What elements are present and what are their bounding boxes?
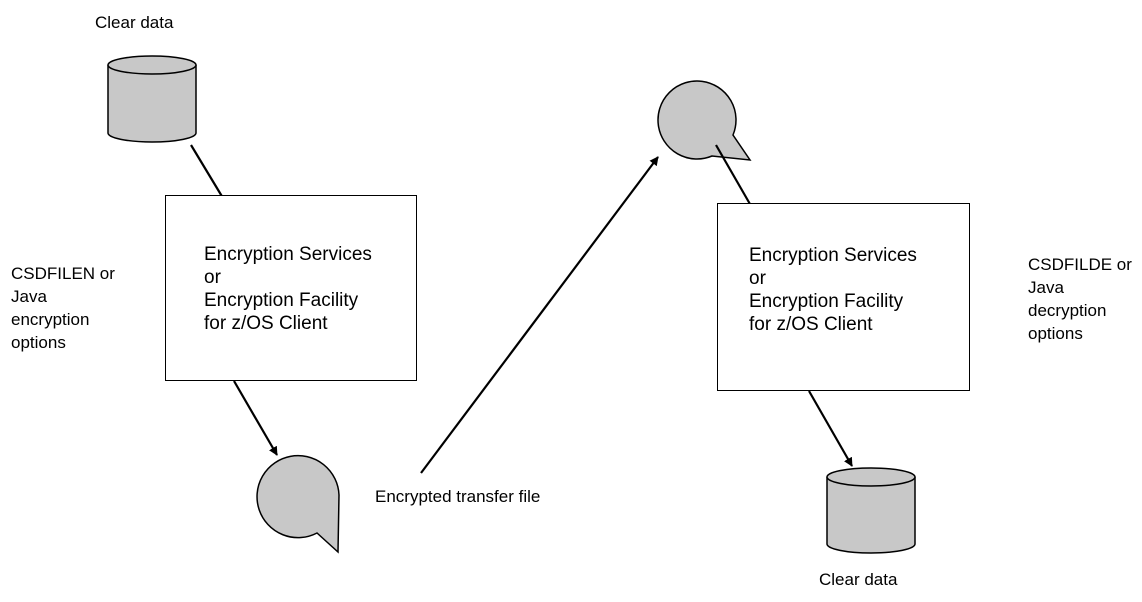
encryption-box-line-4: for z/OS Client — [204, 313, 328, 334]
encryption-process-box: Encryption Services or Encryption Facili… — [165, 195, 417, 381]
encrypted-transfer-file-label: Encrypted transfer file — [375, 487, 541, 506]
arrow-encryption-to-transfer-file — [233, 380, 278, 456]
encrypted-transfer-file-icon — [256, 454, 340, 554]
decryption-options-line-2: Java — [1028, 278, 1064, 297]
arrow-decryption-to-clear-data — [808, 390, 853, 467]
encryption-options-line-4: options — [11, 333, 66, 352]
decryption-options-line-1: CSDFILDE or — [1028, 255, 1132, 274]
arrow-transfer-to-remote — [420, 156, 659, 474]
clear-data-cylinder-destination-icon — [826, 467, 916, 554]
decryption-box-line-3: Encryption Facility — [749, 291, 904, 312]
decryption-process-text: Encryption Services or Encryption Facili… — [749, 244, 917, 336]
source-clear-data-label: Clear data — [95, 13, 174, 32]
received-transfer-file-icon — [657, 80, 752, 161]
destination-clear-data-label: Clear data — [819, 570, 898, 589]
decryption-box-line-4: for z/OS Client — [749, 314, 873, 335]
encryption-process-text: Encryption Services or Encryption Facili… — [204, 243, 372, 335]
encryption-box-line-3: Encryption Facility — [204, 290, 359, 311]
decryption-process-box: Encryption Services or Encryption Facili… — [717, 203, 970, 391]
encryption-options-line-1: CSDFILEN or — [11, 264, 115, 283]
encryption-options-line-2: Java — [11, 287, 47, 306]
encryption-options-label: CSDFILEN or Java encryption options — [11, 262, 115, 354]
decryption-box-line-1: Encryption Services — [749, 245, 917, 266]
clear-data-cylinder-source-icon — [107, 55, 197, 143]
encryption-box-line-1: Encryption Services — [204, 244, 372, 265]
decryption-options-line-3: decryption — [1028, 301, 1107, 320]
decryption-options-line-4: options — [1028, 324, 1083, 343]
decryption-options-label: CSDFILDE or Java decryption options — [1028, 253, 1132, 345]
encryption-options-line-3: encryption — [11, 310, 90, 329]
decryption-box-line-2: or — [749, 268, 766, 289]
encryption-box-line-2: or — [204, 267, 221, 288]
